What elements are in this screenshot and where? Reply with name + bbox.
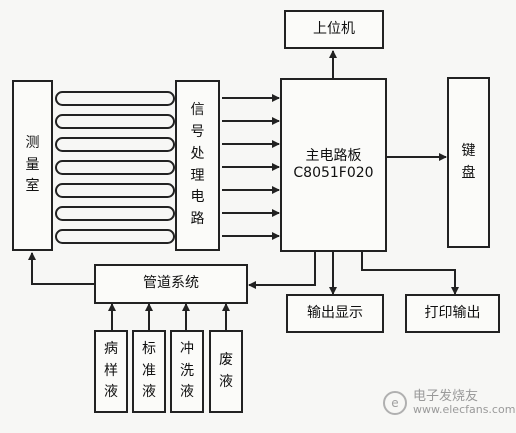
measurement-chamber-box: 测量室 — [12, 80, 53, 251]
sample-liquid-box: 病样液 — [94, 330, 128, 413]
pipeline-system-label: 管道系统 — [143, 275, 199, 292]
host-computer-label: 上位机 — [313, 20, 355, 37]
print-output-box: 打印输出 — [405, 294, 500, 333]
sample-liquid-label: 病样液 — [104, 340, 118, 401]
sensor-tube — [55, 183, 175, 198]
host-computer-box: 上位机 — [284, 10, 384, 49]
output-display-label: 输出显示 — [307, 304, 363, 321]
print-output-label: 打印输出 — [424, 304, 481, 321]
output-display-box: 输出显示 — [286, 294, 384, 333]
main-board-chip: C8051F020 — [293, 165, 374, 181]
keyboard-box: 键盘 — [447, 77, 490, 248]
sensor-tube — [55, 206, 175, 221]
signal-processing-label: 信号处理电路 — [190, 102, 205, 227]
waste-liquid-box: 废液 — [209, 330, 243, 413]
pipeline-system-box: 管道系统 — [94, 264, 248, 304]
sensor-tube — [55, 137, 175, 152]
sensor-tube — [55, 91, 175, 106]
sensor-tube — [55, 114, 175, 129]
standard-liquid-box: 标准液 — [132, 330, 166, 413]
signal-processing-box: 信号处理电路 — [175, 80, 220, 251]
main-board-box: 主电路板 C8051F020 — [280, 78, 387, 252]
watermark: e 电子发烧友 www.elecfans.com — [383, 389, 516, 417]
sensor-tube — [55, 160, 175, 175]
rinse-liquid-box: 冲洗液 — [170, 330, 204, 413]
waste-liquid-label: 废液 — [219, 351, 233, 390]
watermark-text: 电子发烧友 — [413, 389, 479, 404]
sensor-tube — [55, 229, 175, 244]
standard-liquid-label: 标准液 — [142, 340, 156, 401]
main-board-title: 主电路板 — [305, 147, 362, 164]
print-arrow — [361, 252, 459, 295]
rinse-liquid-label: 冲洗液 — [180, 340, 194, 401]
keyboard-label: 键盘 — [461, 142, 476, 181]
watermark-logo-icon: e — [383, 391, 407, 416]
watermark-url: www.elecfans.com — [413, 403, 516, 417]
chamber-feed-arrow — [28, 252, 94, 285]
measurement-chamber-label: 测量室 — [25, 134, 40, 195]
pipeline-control-arrow — [248, 252, 316, 289]
